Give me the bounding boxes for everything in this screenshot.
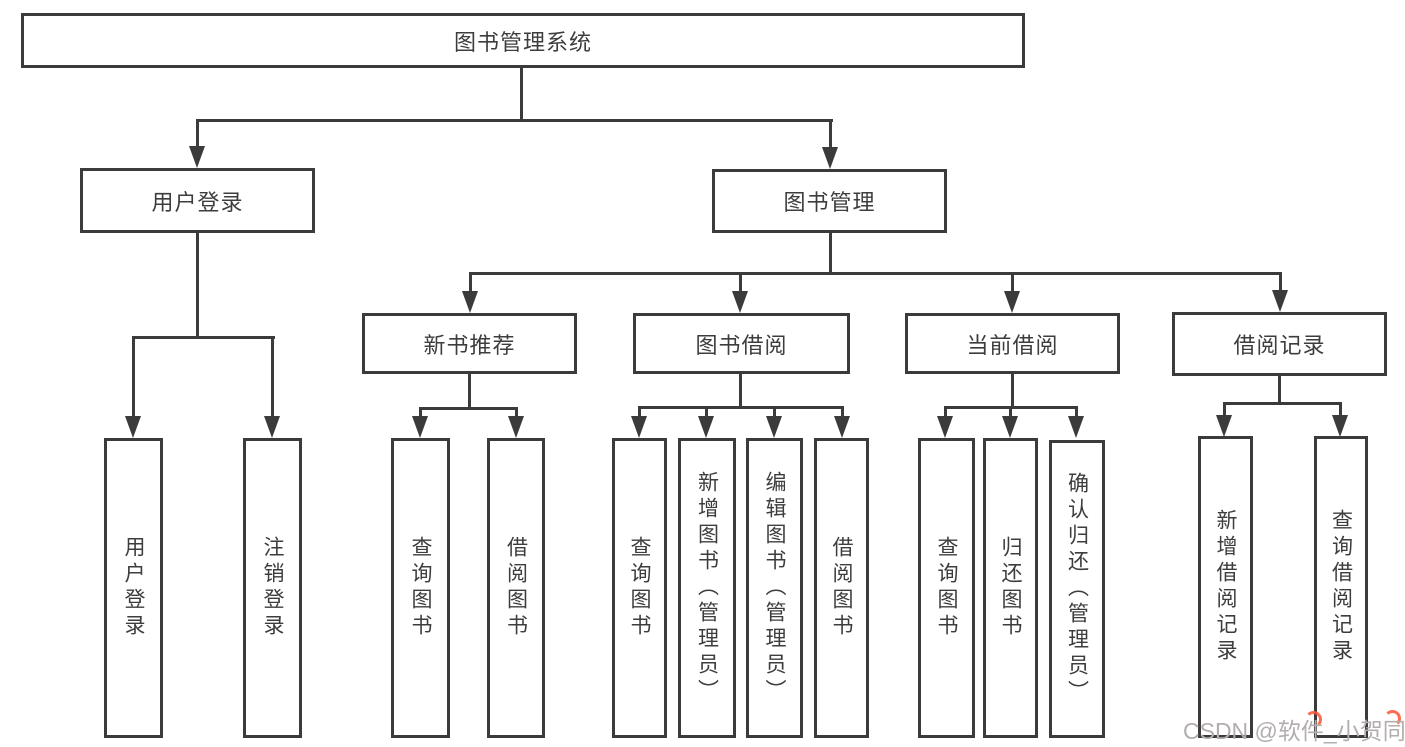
leaf-query-books: 查询图书 (612, 438, 667, 738)
connector-line (829, 119, 832, 153)
connector-line (638, 406, 844, 409)
node-book-management: 图书管理 (712, 169, 947, 233)
node-borrow-records: 借阅记录 (1172, 312, 1387, 376)
connector-line (419, 407, 518, 410)
node-root: 图书管理系统 (21, 13, 1025, 68)
arrow-down-icon (822, 147, 838, 169)
watermark-accent-icon (1305, 711, 1322, 728)
arrow-down-icon (834, 416, 850, 438)
node-label: 编辑图书（管理员） (763, 471, 786, 705)
connector-line (271, 336, 274, 418)
leaf-query-books: 查询图书 (918, 438, 975, 738)
node-label: 图书管理系统 (453, 29, 592, 55)
arrow-down-icon (462, 291, 478, 313)
arrow-down-icon (631, 416, 647, 438)
node-label: 查询图书 (628, 536, 651, 640)
connector-line (469, 272, 472, 293)
node-label: 新增借阅记录 (1214, 509, 1237, 665)
node-user-login: 用户登录 (80, 168, 315, 233)
arrow-down-icon (125, 416, 141, 438)
node-label: 新增图书（管理员） (695, 471, 719, 705)
csdn-watermark: CSDN @软件_小贺同学 (1183, 718, 1405, 744)
arrow-down-icon (766, 416, 782, 438)
connector-line (196, 119, 199, 153)
connector-line (1011, 374, 1014, 409)
node-label: 图书管理 (783, 190, 876, 215)
connector-line (739, 374, 742, 409)
leaf-borrow-books: 借阅图书 (814, 438, 869, 738)
node-label: 借阅图书 (504, 536, 528, 640)
connector-line (841, 406, 844, 418)
arrow-down-icon (508, 416, 524, 438)
arrow-down-icon (1002, 416, 1018, 438)
arrow-down-icon (937, 416, 953, 438)
leaf-confirm-return-admin: 确认归还（管理员） (1049, 440, 1105, 738)
arrow-down-icon (1216, 415, 1232, 437)
node-label: 注销登录 (261, 536, 284, 640)
node-current-borrow: 当前借阅 (905, 313, 1120, 374)
connector-line (520, 68, 523, 121)
node-label: 当前借阅 (966, 332, 1059, 358)
node-label: 借阅图书 (830, 536, 853, 640)
arrow-down-icon (412, 416, 428, 438)
node-label: 用户登录 (151, 189, 244, 215)
connector-line (469, 272, 1282, 275)
node-label: 查询借阅记录 (1329, 509, 1353, 665)
leaf-add-books-admin: 新增图书（管理员） (678, 438, 736, 738)
connector-line (468, 374, 471, 410)
connector-line (739, 272, 742, 293)
arrow-down-icon (732, 291, 748, 313)
leaf-return-books: 归还图书 (983, 438, 1038, 738)
connector-line (1223, 402, 1342, 405)
node-label: 借阅记录 (1233, 333, 1326, 358)
node-label: 归还图书 (999, 536, 1022, 640)
connector-line (1075, 406, 1078, 418)
node-label: 用户登录 (122, 536, 145, 640)
arrow-down-icon (1332, 415, 1348, 437)
node-label: 确认归还（管理员） (1065, 472, 1089, 706)
connector-line (944, 406, 947, 418)
connector-line (829, 233, 832, 275)
connector-line (705, 406, 708, 418)
leaf-logout: 注销登录 (243, 438, 302, 738)
connector-line (1223, 402, 1226, 416)
leaf-edit-books-admin: 编辑图书（管理员） (746, 438, 803, 738)
connector-line (196, 233, 199, 339)
connector-line (1278, 376, 1281, 405)
connector-line (773, 406, 776, 418)
connector-line (1279, 272, 1282, 292)
connector-line (419, 407, 422, 419)
leaf-query-borrow-record: 查询借阅记录 (1314, 436, 1368, 738)
arrow-down-icon (189, 146, 205, 168)
leaf-user-login: 用户登录 (104, 438, 163, 738)
connector-line (638, 406, 641, 418)
arrow-down-icon (1068, 416, 1084, 438)
leaf-borrow-books: 借阅图书 (487, 438, 545, 738)
connector-line (1011, 272, 1014, 293)
arrow-down-icon (1004, 291, 1020, 313)
connector-line (1339, 402, 1342, 416)
leaf-add-borrow-record: 新增借阅记录 (1198, 436, 1253, 738)
connector-line (515, 407, 518, 419)
node-book-borrow: 图书借阅 (633, 313, 850, 374)
leaf-query-books: 查询图书 (391, 438, 450, 738)
arrow-down-icon (1272, 290, 1288, 312)
node-label: 新书推荐 (423, 332, 516, 358)
node-label: 图书借阅 (695, 332, 788, 358)
connector-line (132, 336, 275, 339)
connector-line (196, 119, 833, 122)
connector-line (132, 336, 135, 418)
node-label: 查询图书 (935, 536, 958, 640)
arrow-down-icon (264, 416, 280, 438)
connector-line (1009, 406, 1012, 418)
node-label: 查询图书 (409, 536, 432, 640)
watermark-accent-icon (1384, 710, 1401, 727)
node-new-book-recommend: 新书推荐 (362, 313, 577, 374)
arrow-down-icon (698, 416, 714, 438)
